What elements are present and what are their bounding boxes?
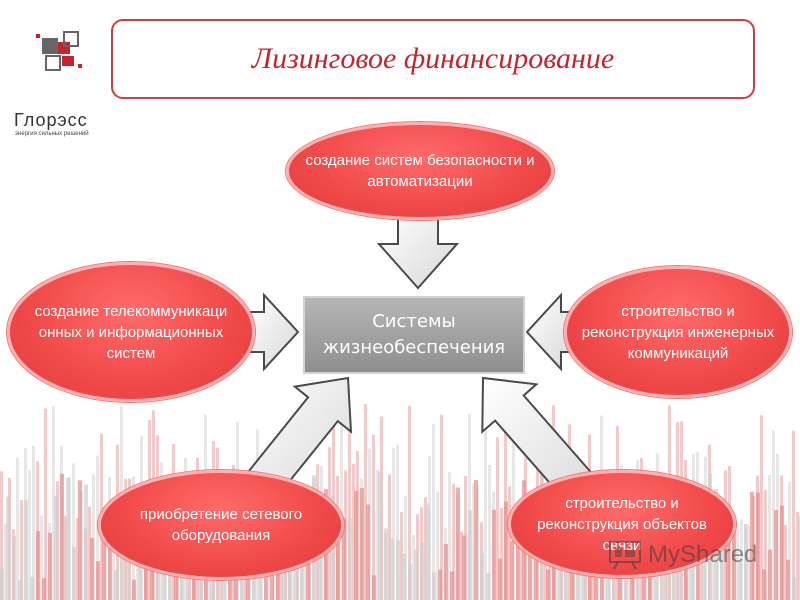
page-title: Лизинговое финансирование (251, 42, 615, 75)
arrow-from-top (376, 211, 460, 290)
arrow-from-left (249, 292, 300, 372)
logo-name: Глорэсс (14, 110, 88, 130)
node-network-equipment: приобретение сетевого оборудования (98, 470, 344, 580)
watermark: MyShared (608, 540, 757, 570)
title-banner: Лизинговое финансирование (111, 19, 755, 99)
center-node-label: Системы жизнеобеспечения (322, 311, 506, 358)
presentation-board-icon (609, 541, 641, 570)
node-label: строительство и реконструкция объектов с… (537, 494, 707, 554)
watermark-text: MyShared (648, 541, 758, 568)
node-label: создание систем безопасности и автоматиз… (305, 152, 535, 190)
logo-mark-icon (36, 31, 82, 71)
node-telecom-systems: создание телекоммуникаци онных и информа… (7, 262, 255, 402)
node-label: строительство и реконструкция инженерных… (581, 302, 775, 362)
node-engineering-communications: строительство и реконструкция инженерных… (564, 266, 792, 398)
node-label: создание телекоммуникаци онных и информа… (34, 302, 228, 362)
node-label: приобретение сетевого оборудования (139, 506, 303, 544)
node-communication-facilities: строительство и реконструкция объектов с… (508, 470, 736, 578)
node-security-automation: создание систем безопасности и автоматиз… (286, 122, 554, 220)
logo-tagline: энергия сильных решений (15, 131, 89, 137)
center-node: Системы жизнеобеспечения (303, 296, 525, 374)
company-logo: Глорэсс энергия сильных решений (6, 30, 114, 137)
